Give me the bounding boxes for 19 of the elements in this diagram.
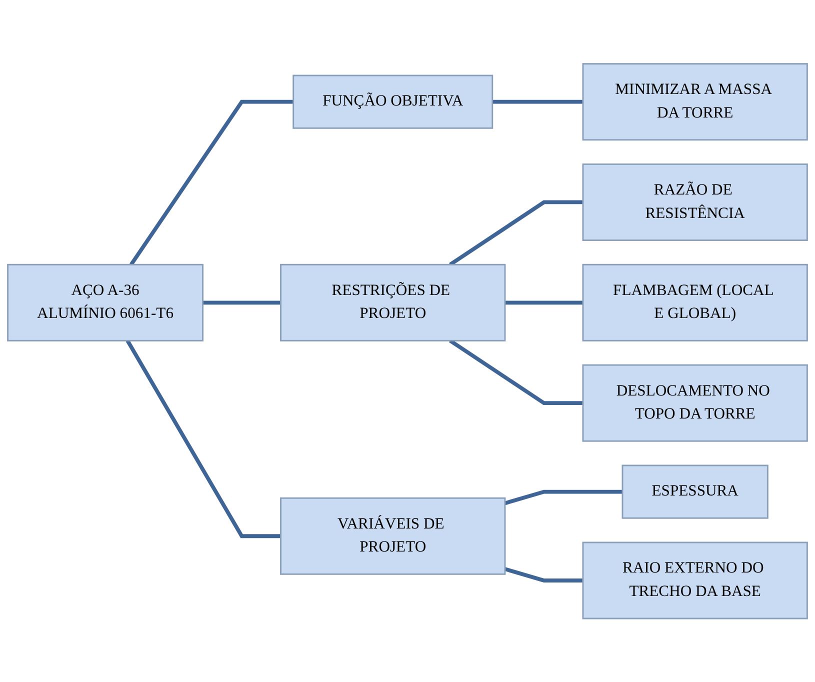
node-box: DESLOCAMENTO NO TOPO DA TORRE (582, 364, 808, 442)
connector (504, 490, 622, 505)
connector (449, 200, 583, 266)
connector (130, 100, 294, 266)
connector (504, 300, 583, 304)
node-box: RESTRIÇÕES DE PROJETO (280, 264, 506, 342)
node-box: AÇO A-36 ALUMÍNIO 6061-T6 (7, 264, 204, 342)
connector (126, 340, 281, 538)
connector (504, 567, 583, 582)
node-box: VARIÁVEIS DE PROJETO (280, 497, 506, 575)
node-box: ESPESSURA (622, 464, 768, 519)
node-box: RAIO EXTERNO DO TRECHO DA BASE (582, 542, 808, 620)
node-box: RAZÃO DE RESISTÊNCIA (582, 163, 808, 241)
connector (449, 338, 583, 405)
connector (202, 300, 281, 304)
node-box: MINIMIZAR A MASSA DA TORRE (582, 62, 808, 140)
node-box: FLAMBAGEM (LOCAL E GLOBAL) (582, 264, 808, 342)
node-box: FUNÇÃO OBJETIVA (292, 74, 494, 129)
connector (492, 100, 583, 104)
